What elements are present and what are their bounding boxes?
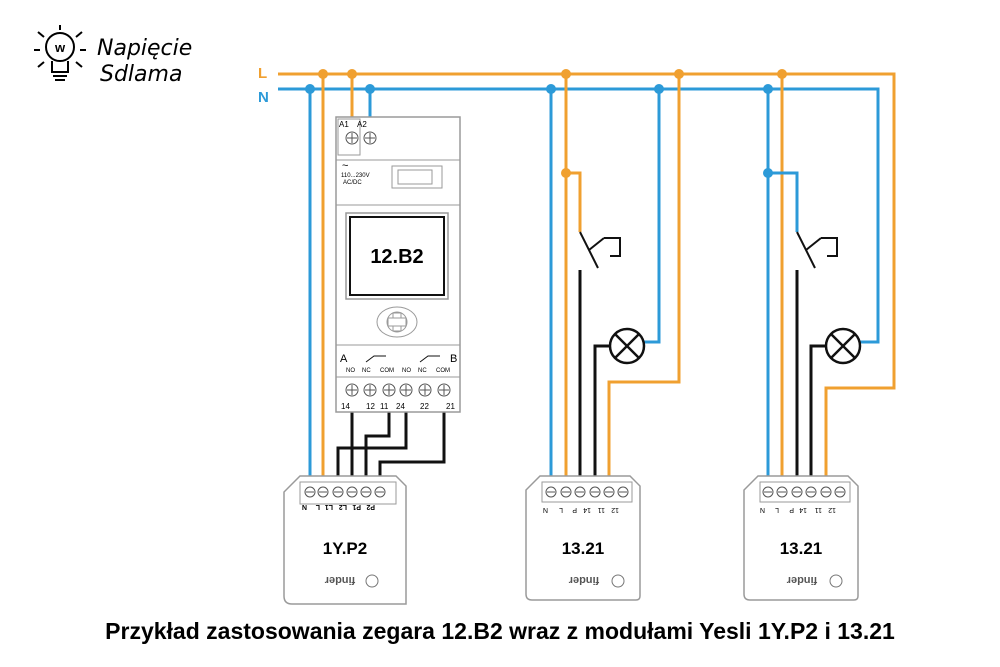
channel-a-label: A — [340, 353, 348, 365]
timer-terminal-a2: A2 — [357, 120, 367, 129]
module3-brand: finder — [786, 574, 817, 586]
timer-output-screws — [345, 383, 451, 397]
terminal-number-14: 14 — [341, 402, 350, 411]
module2-lamp-return — [593, 344, 611, 492]
timer-supply-label2: AC/DC — [343, 180, 362, 186]
figure-caption: Przykład zastosowania zegara 12.B2 wraz … — [105, 618, 895, 644]
module3-terminal-l: L — [775, 506, 779, 513]
module-13-21-b: N L P 14 11 12 13.21 finder — [743, 475, 859, 601]
ac-symbol-icon: ~ — [342, 160, 348, 172]
module1-terminal-n: N — [302, 503, 307, 510]
lamp-2 — [824, 327, 862, 365]
relay-contact-b-icon — [419, 355, 440, 363]
module1-terminal-l2: L2 — [339, 503, 347, 510]
terminal-number-12: 12 — [366, 402, 375, 411]
contact-label-nc-b: NC — [418, 368, 427, 374]
channel-b-label: B — [450, 353, 457, 365]
module2-terminal-14: 14 — [583, 506, 591, 513]
neutral-rail — [278, 87, 880, 344]
module2-brand: finder — [568, 574, 599, 586]
module2-contact-feed — [607, 74, 681, 492]
module1-terminal-p2: P2 — [366, 503, 375, 510]
finder-logo-icon — [611, 574, 625, 588]
timer-supply-screws — [345, 131, 377, 145]
terminal-number-11: 11 — [380, 402, 389, 411]
pushbutton-switch-2 — [796, 231, 838, 269]
timer-model-label: 12.B2 — [370, 246, 423, 268]
module3-switch-feed — [768, 171, 799, 232]
module2-terminal-p: P — [572, 506, 577, 513]
module3-terminal-screws — [762, 486, 846, 498]
module1-brand: finder — [324, 574, 355, 586]
module3-terminal-p: P — [789, 506, 794, 513]
module-1y-p2: N L L1 L2 P1 P2 1Y.P2 finder — [283, 475, 407, 605]
contact-label-com-b: COM — [436, 368, 450, 374]
terminal-number-21: 21 — [446, 402, 455, 411]
module2-terminal-l: L — [559, 506, 563, 513]
timer-supply-label: 110...230V — [341, 173, 370, 179]
module1-terminal-p1: P1 — [352, 503, 361, 510]
module3-terminal-11: 11 — [815, 506, 822, 513]
relay-contact-a-icon — [365, 355, 386, 363]
timer-12b2: A1 A2 ~ 110...230V AC/DC 12.B2 A B NO NC… — [335, 116, 461, 413]
control-wire-24 — [350, 395, 408, 492]
module2-lamp-neutral — [644, 89, 661, 344]
terminal-number-24: 24 — [396, 402, 405, 411]
module2-terminal-n: N — [543, 506, 548, 513]
module3-terminal-14: 14 — [799, 506, 807, 513]
module2-terminal-screws — [545, 486, 629, 498]
terminal-number-22: 22 — [420, 402, 429, 411]
module2-terminal-12: 12 — [611, 506, 619, 513]
module3-lamp-return — [809, 344, 828, 492]
timer-terminal-a1: A1 — [339, 120, 349, 129]
module1-model-label: 1Y.P2 — [323, 539, 367, 558]
module1-terminal-screws — [304, 486, 386, 498]
module3-terminal-12: 12 — [828, 506, 836, 513]
module2-terminal-11: 11 — [598, 506, 605, 513]
module1-terminal-l: L — [315, 503, 320, 510]
lightbulb-icon — [34, 25, 86, 81]
control-wire-12 — [364, 395, 391, 492]
module-13-21-a: N L P 14 11 12 13.21 finder — [525, 475, 641, 601]
lamp-1 — [608, 327, 646, 365]
finder-logo-icon — [829, 574, 843, 588]
contact-label-no-b: NO — [402, 368, 411, 374]
control-wire-14 — [336, 395, 354, 492]
module3-terminal-n: N — [760, 506, 765, 513]
module3-model-label: 13.21 — [780, 539, 823, 558]
logo-line2: Sdlama — [100, 62, 182, 87]
neutral-rail-label: N — [258, 89, 269, 106]
junction-dots — [305, 69, 787, 178]
contact-label-no-a: NO — [346, 368, 355, 374]
live-rail — [278, 72, 896, 492]
live-rail-label: L — [258, 65, 267, 82]
contact-label-com-a: COM — [380, 368, 394, 374]
pushbutton-switch-1 — [579, 231, 621, 269]
contact-label-nc-a: NC — [362, 368, 371, 374]
module1-terminal-l1: L1 — [325, 503, 333, 510]
module2-switch-feed — [566, 171, 582, 232]
logo: w Napięcie Sdlama — [34, 25, 192, 87]
finder-logo-icon — [365, 574, 379, 588]
logo-line1: Napięcie — [97, 36, 192, 61]
logo-bulb-letter: w — [54, 40, 66, 55]
joystick-button-icon — [376, 306, 418, 338]
module2-model-label: 13.21 — [562, 539, 605, 558]
